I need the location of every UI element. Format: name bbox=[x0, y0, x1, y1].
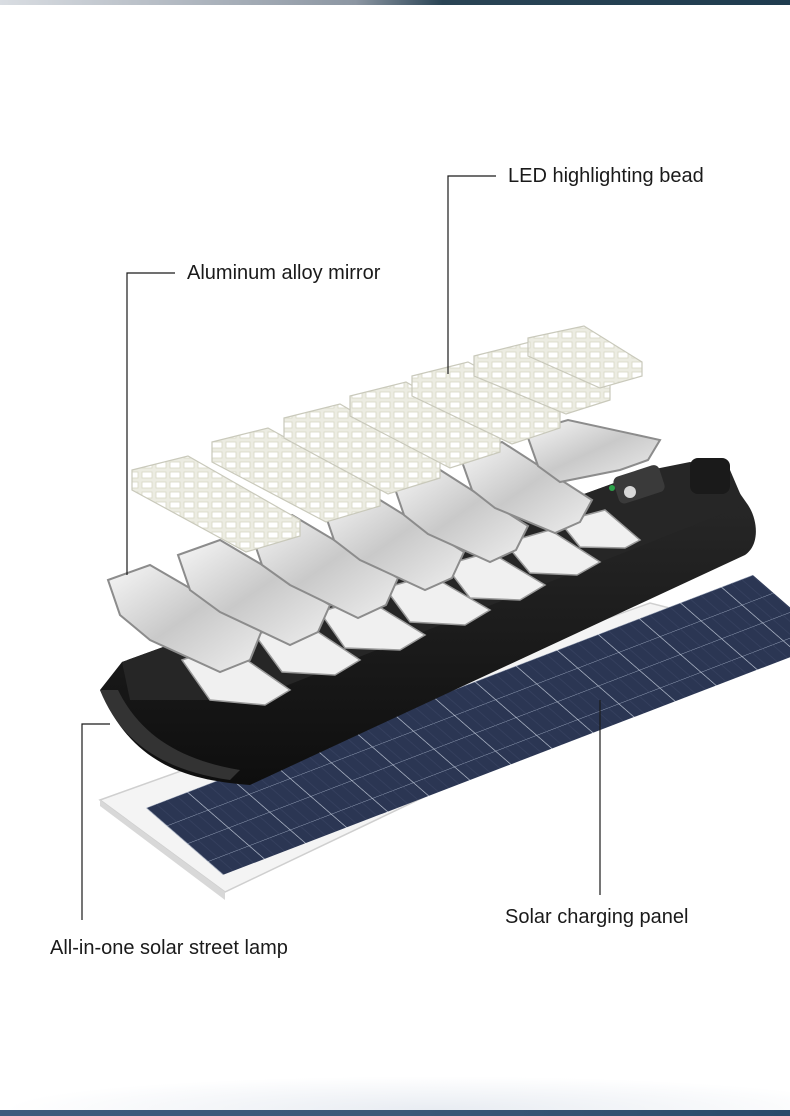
bottom-glow bbox=[0, 1076, 790, 1110]
top-accent-bar bbox=[0, 0, 790, 5]
mirror-label: Aluminum alloy mirror bbox=[187, 262, 381, 284]
leader-lines bbox=[81, 175, 601, 920]
lamp-leader-line bbox=[81, 723, 110, 920]
solar-panel-label: Solar charging panel bbox=[505, 906, 689, 928]
status-led-icon bbox=[609, 485, 615, 491]
pir-sensor-icon bbox=[624, 486, 636, 498]
mirror-leader-line bbox=[126, 272, 175, 575]
led-leader-line bbox=[447, 175, 496, 374]
lamp-label: All-in-one solar street lamp bbox=[50, 937, 288, 959]
bottom-accent-bar bbox=[0, 1110, 790, 1116]
aluminum-mirrors bbox=[106, 418, 662, 674]
led-boards bbox=[131, 325, 643, 553]
led-bead-label: LED highlighting bead bbox=[508, 165, 704, 187]
solar-panel bbox=[98, 575, 790, 900]
